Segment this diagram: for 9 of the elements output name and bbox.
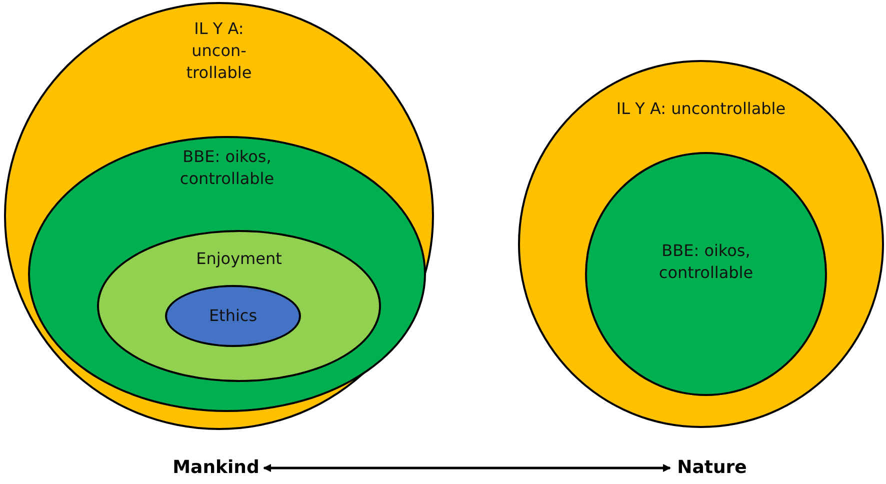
caption-text: Mankind <box>168 454 264 482</box>
double-arrow <box>263 464 671 472</box>
region-label: IL Y A: uncon-trollable <box>185 18 253 84</box>
caption-text: Nature <box>670 454 754 482</box>
region-label: IL Y A: uncontrollable <box>615 98 787 120</box>
region-label: BBE: oikos, controllable <box>178 146 276 190</box>
region-label: Enjoyment <box>195 248 283 270</box>
region-label: BBE: oikos, controllable <box>658 240 754 284</box>
region-label: Ethics <box>208 305 258 327</box>
